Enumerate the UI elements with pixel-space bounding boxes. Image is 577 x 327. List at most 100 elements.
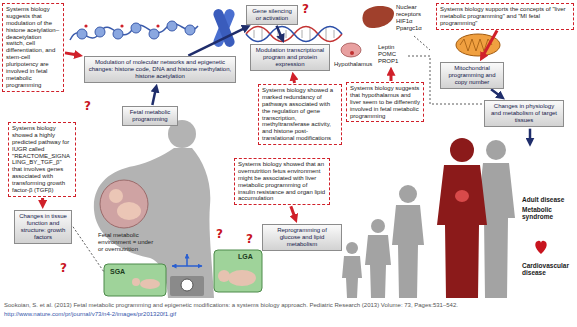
process-box: Modulation of molecular networks and epi… xyxy=(84,56,236,83)
process-box: Mitochondrial programming and copy numbe… xyxy=(440,62,504,89)
heart-icon xyxy=(535,241,546,254)
box-text: Fetal metabolic programming xyxy=(126,109,174,123)
baby-body xyxy=(228,270,256,286)
adult-body xyxy=(437,165,487,298)
direction-arrow xyxy=(172,265,187,267)
process-box: Changes in physiology and metabolism of … xyxy=(484,100,564,127)
question-mark: ? xyxy=(216,228,226,240)
nucleosome xyxy=(149,29,159,39)
process-box: Reprogramming of glucose and lipid metab… xyxy=(262,224,342,251)
fetus-head xyxy=(109,189,123,203)
callout-arrow xyxy=(291,206,295,216)
question-mark: ? xyxy=(60,262,70,274)
group-label: LGA xyxy=(238,253,258,261)
scale-dial xyxy=(181,279,193,291)
hypothalamus-dot xyxy=(350,51,354,55)
finding-box: Systems biology showed that an overnutri… xyxy=(234,158,330,205)
sga-panel xyxy=(104,264,166,296)
methyl-tag xyxy=(84,24,87,27)
lga-panel xyxy=(214,250,262,292)
growth-figures xyxy=(342,140,515,298)
outcome-label: Adult disease xyxy=(522,196,574,203)
receptor-list: Nuclear receptors HIF1α Ppargc1α xyxy=(396,4,436,32)
methyl-tag xyxy=(156,24,159,27)
figure-body xyxy=(342,256,362,298)
question-mark: ? xyxy=(246,233,256,245)
figure-body xyxy=(365,235,391,298)
callout-arrow xyxy=(65,53,76,55)
figure-head xyxy=(371,219,385,233)
callout-arrow xyxy=(292,79,296,83)
flow-arrow xyxy=(152,91,155,105)
baby-head xyxy=(218,270,230,282)
box-text: Modulation transcriptional program and p… xyxy=(254,47,326,68)
womb xyxy=(100,180,148,228)
gene-list: Leptin POMC PROP1 xyxy=(378,44,404,65)
finding-box: Systems biology supports the concepts of… xyxy=(436,3,574,30)
finding-box: Systems biology suggests that modulation… xyxy=(2,3,64,92)
process-box: Changes in tissue function and structure… xyxy=(14,210,72,244)
helix-strand xyxy=(246,27,342,42)
nucleosome xyxy=(113,29,123,39)
flow-arrow xyxy=(491,89,499,95)
figure-caption: Sookoian, S. et al. (2013) Fetal metabol… xyxy=(4,302,573,309)
organ-label: Hypothalamus xyxy=(334,61,376,68)
figure-head xyxy=(486,140,506,160)
woman-silhouette xyxy=(94,148,214,298)
process-box: Gene silencing or activation xyxy=(246,5,298,25)
dna-helix xyxy=(246,27,342,42)
question-mark: ? xyxy=(84,100,94,112)
box-text: Modulation of molecular networks and epi… xyxy=(88,59,232,80)
outcome-arrow xyxy=(529,129,532,140)
process-box: Fetal metabolic programming xyxy=(122,106,178,126)
flow-arrow xyxy=(277,26,282,37)
helix-strand xyxy=(246,27,342,42)
finding-box: Systems biology showed a marked redundan… xyxy=(258,84,342,145)
figure-body xyxy=(477,163,515,298)
organ-icon xyxy=(455,190,469,202)
nucleosome xyxy=(77,29,87,39)
box-text: Systems biology supports the concepts of… xyxy=(440,6,570,27)
figure-body xyxy=(392,205,424,298)
baby-body xyxy=(140,279,160,289)
callout-arrow xyxy=(41,198,44,202)
box-text: Systems biology suggests that modulation… xyxy=(6,6,60,89)
baby-head xyxy=(132,278,140,286)
methyl-tag xyxy=(120,24,123,27)
box-text: Changes in physiology and metabolism of … xyxy=(488,103,560,124)
box-text: Changes in tissue function and structure… xyxy=(18,213,68,241)
leader-line xyxy=(414,36,430,50)
nucleosome xyxy=(95,27,105,37)
figure-head xyxy=(399,185,417,203)
nucleosome xyxy=(167,21,177,31)
brain-icon xyxy=(341,43,361,57)
callout-arrow xyxy=(390,74,393,81)
source-url: http://www.nature.com/pr/journal/v73/n4-… xyxy=(4,311,573,318)
box-text: Mitochondrial programming and copy numbe… xyxy=(444,65,500,86)
group-label: SGA xyxy=(110,268,130,276)
finding-box: Systems biology suggests that hypothalam… xyxy=(346,82,424,122)
callout-arrow xyxy=(483,31,497,55)
liver-icon xyxy=(362,6,394,28)
direction-arrow xyxy=(187,265,202,267)
box-text: Gene silencing or activation xyxy=(250,8,294,22)
box-text: Reprogramming of glucose and lipid metab… xyxy=(266,227,338,248)
question-mark: ? xyxy=(302,3,312,15)
box-text: Systems biology showed that an overnutri… xyxy=(238,161,326,202)
environment-label: Fetal metabolic environment = under or o… xyxy=(98,232,160,253)
flow-arrow xyxy=(188,28,244,55)
box-text: Systems biology suggests that hypothalam… xyxy=(350,85,420,119)
chromatin-illustration xyxy=(70,8,236,49)
nucleosome xyxy=(185,25,195,35)
nucleosome xyxy=(131,23,141,33)
direction-arrow xyxy=(186,254,188,266)
fetus-body xyxy=(117,202,141,220)
adult-head xyxy=(450,138,474,162)
box-text: Systems biology showed a highly predicte… xyxy=(12,125,72,194)
finding-box: Systems biology showed a highly predicte… xyxy=(8,122,76,197)
helix-rungs xyxy=(254,28,334,40)
dna-strand xyxy=(70,24,198,40)
outcome-label: Cardiovascular disease xyxy=(522,262,574,277)
outcome-label: Metabolic syndrome xyxy=(522,206,574,221)
